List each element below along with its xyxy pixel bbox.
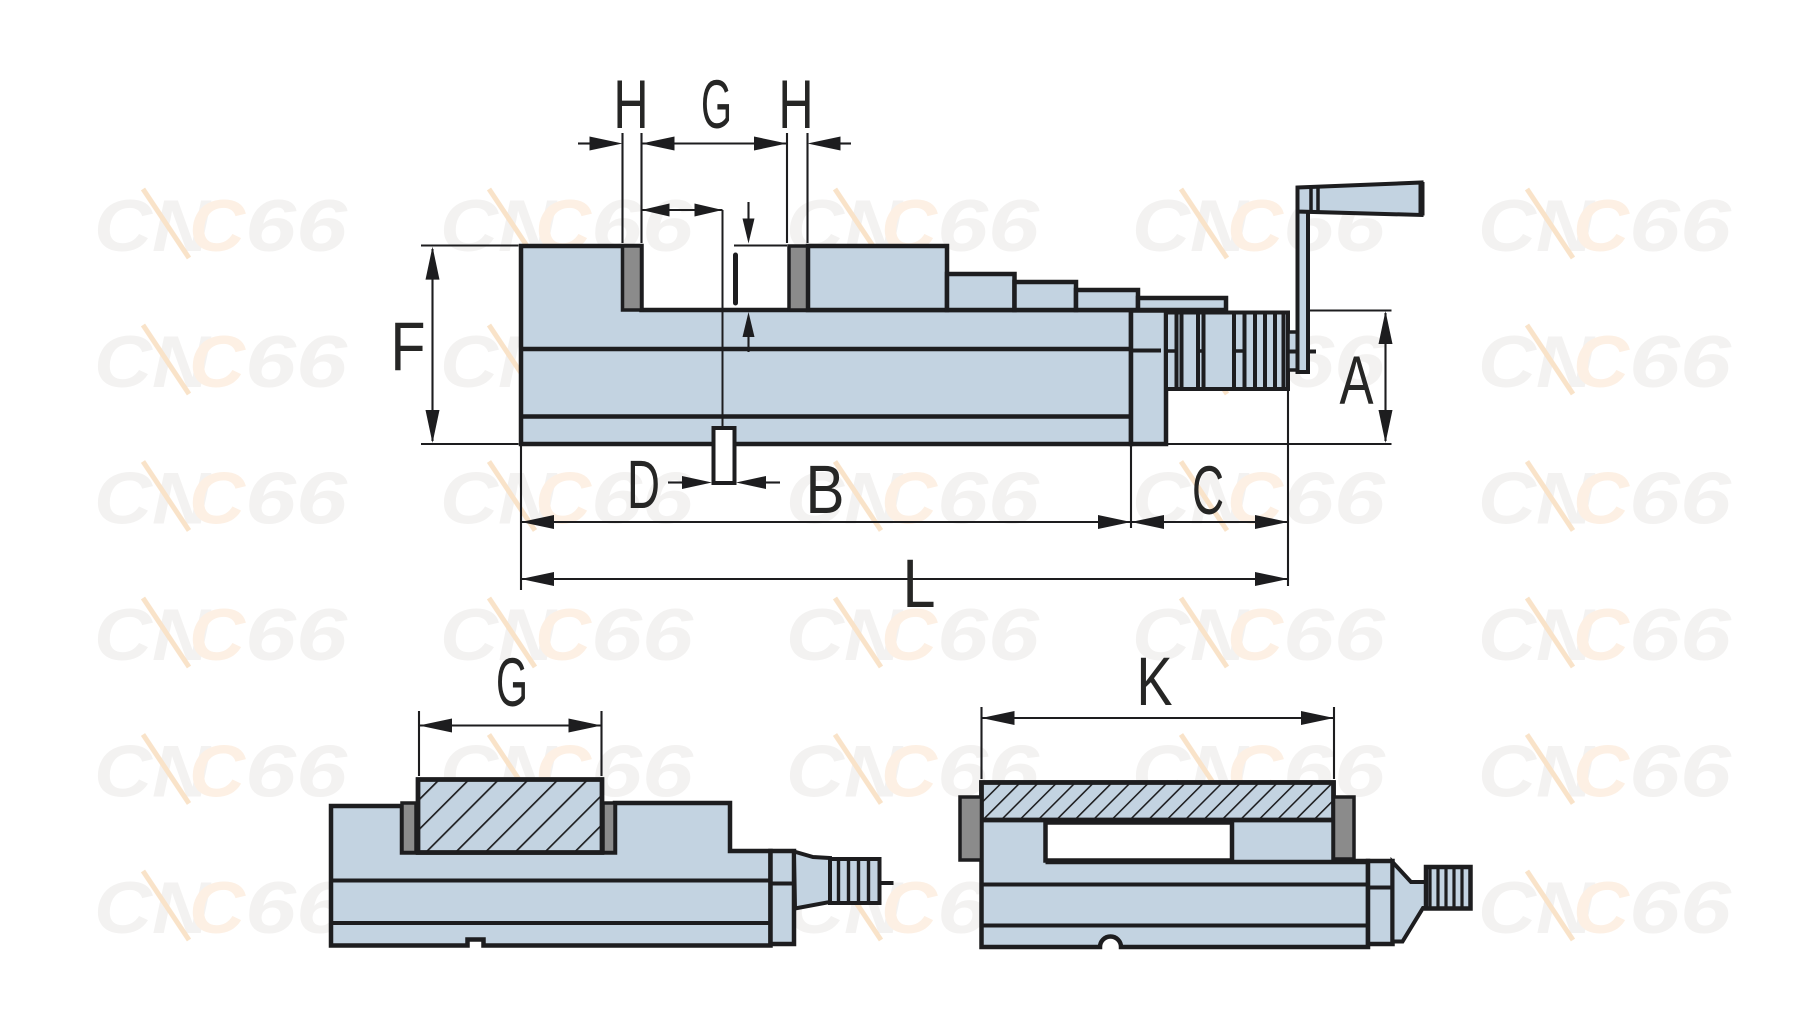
svg-text:B: B <box>806 451 845 528</box>
svg-text:A: A <box>1340 342 1374 419</box>
svg-text:D: D <box>627 446 660 523</box>
svg-text:C: C <box>1192 452 1224 529</box>
svg-text:K: K <box>1137 643 1173 720</box>
svg-text:F: F <box>391 308 426 385</box>
svg-text:G: G <box>496 644 528 721</box>
svg-text:L: L <box>903 545 936 622</box>
svg-text:H: H <box>614 66 649 143</box>
svg-text:G: G <box>701 66 732 143</box>
svg-text:H: H <box>779 66 814 143</box>
